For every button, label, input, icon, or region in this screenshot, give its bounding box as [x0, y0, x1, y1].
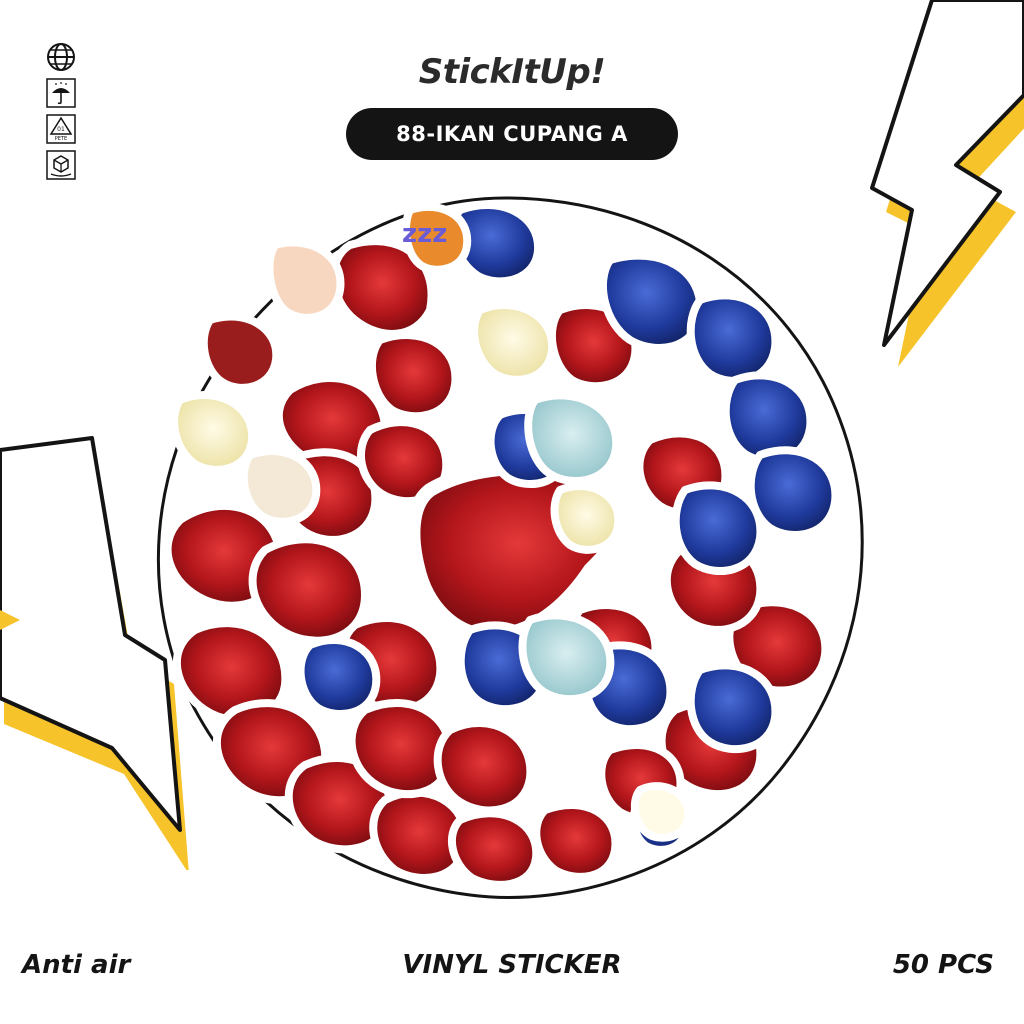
- footer-waterproof: Anti air: [22, 950, 131, 980]
- lightning-bolt-top-right: [870, 0, 1024, 367]
- footer-quantity: 50 PCS: [892, 950, 994, 980]
- pete-label: PETE: [55, 136, 67, 142]
- red-betta-stickers: [163, 237, 830, 889]
- footer-material: VINYL STICKER: [402, 950, 622, 980]
- zzz-sticker-text: zzz: [402, 219, 447, 249]
- product-title: 88-IKAN CUPANG A: [396, 122, 628, 146]
- brand-logo: StickItUp!: [418, 52, 606, 92]
- fragile-box-icon: [46, 150, 76, 180]
- certification-icons: 01 PETE: [46, 42, 80, 180]
- lightning-bolt-bottom-left: [0, 436, 189, 870]
- globe-icon: [47, 43, 75, 71]
- sticker-collage: zzz: [156, 196, 864, 899]
- pete-recycle-icon: 01 PETE: [46, 114, 76, 144]
- umbrella-rain-icon: [46, 78, 76, 108]
- pete-number: 01: [57, 126, 65, 133]
- product-title-pill: 88-IKAN CUPANG A: [346, 108, 678, 160]
- light-betta-stickers: [170, 202, 693, 842]
